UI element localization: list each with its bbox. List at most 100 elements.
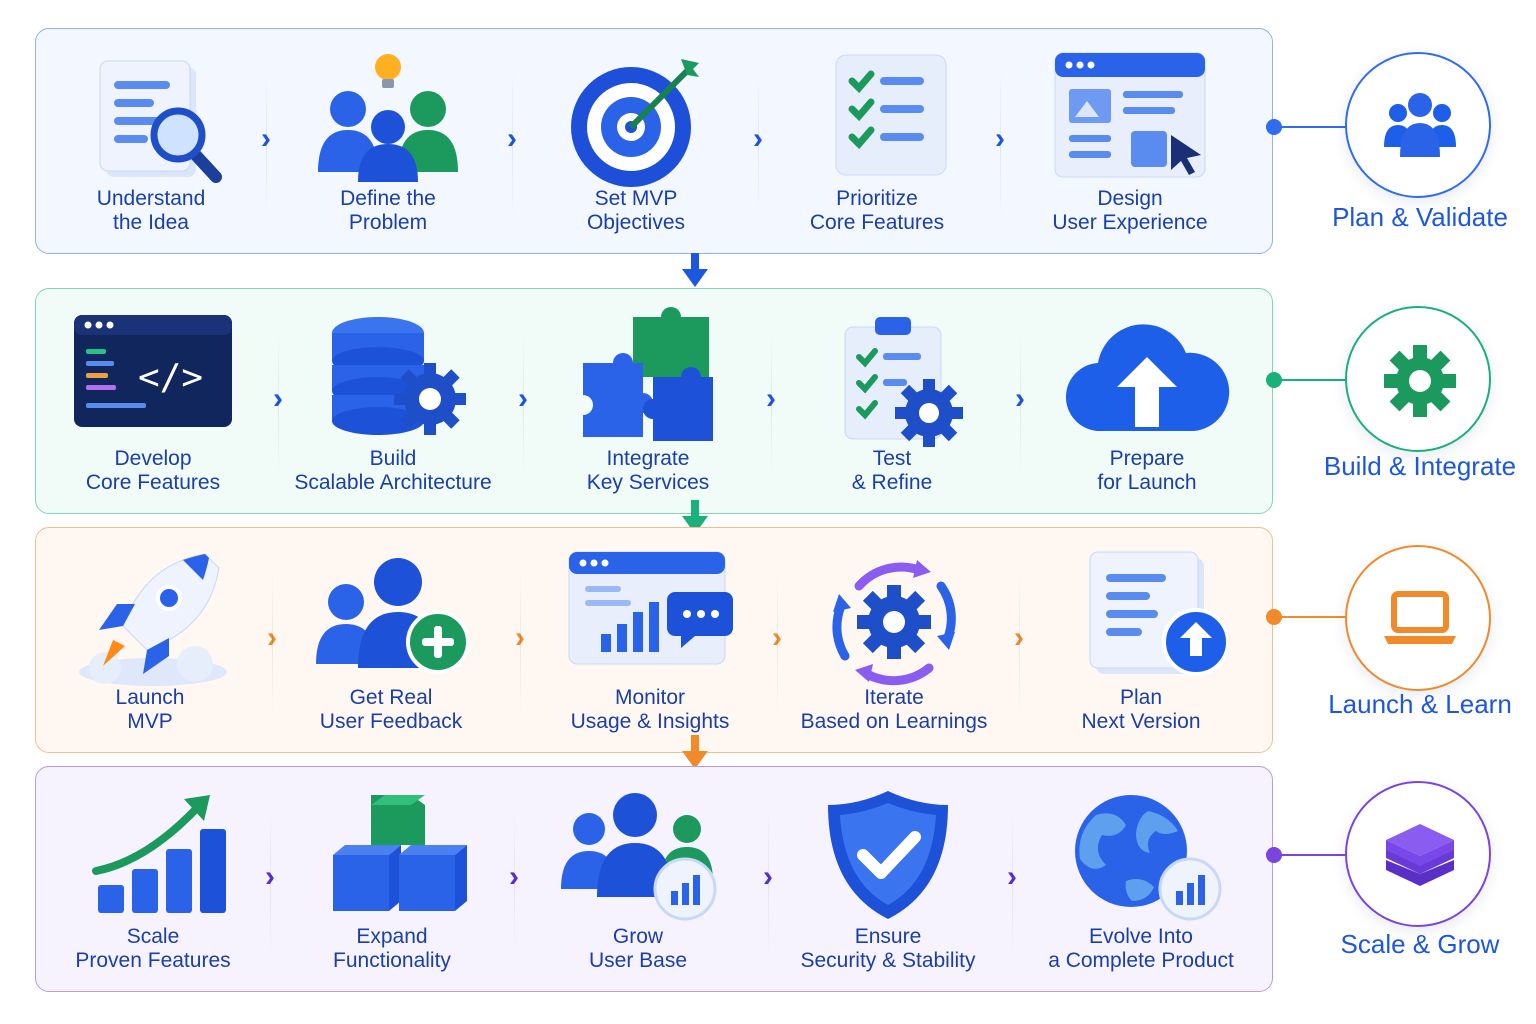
phase-badge-plan[interactable] [1345,52,1491,198]
step-understand-idea[interactable]: Understand the Idea [51,29,251,253]
chevron-right-icon: › [758,862,778,892]
step-subtitle: Based on Learnings [800,710,988,733]
step-design-ux[interactable]: Design User Experience [1030,29,1230,253]
divider [520,568,521,718]
step-title: Define the [340,187,436,210]
step-title: Scale [126,925,180,948]
phase-label: Scale & Grow [1340,929,1500,959]
shield-check-icon [803,785,973,935]
step-user-feedback[interactable]: Get Real User Feedback [291,528,491,752]
step-title: Test [872,447,912,470]
step-title: Iterate [864,686,924,709]
gear-icon [1384,345,1456,417]
layers-icon [1386,824,1454,886]
step-launch-mvp[interactable]: Launch MVP [50,528,250,752]
step-subtitle: Functionality [333,949,451,972]
target-icon [551,47,721,197]
divider [523,329,524,479]
divider [514,807,515,957]
step-subtitle: Problem [348,211,428,234]
step-prioritize-features[interactable]: Prioritize Core Features [777,29,977,253]
team-icon [1384,93,1456,157]
step-prepare-launch[interactable]: Prepare for Launch [1047,289,1247,513]
chevron-right-icon: › [748,124,768,154]
step-subtitle: for Launch [1097,471,1197,494]
step-title: Ensure [854,925,922,948]
step-develop-features[interactable]: </> Develop Core Features [53,289,253,513]
step-subtitle: the Idea [113,211,189,234]
divider [1000,69,1001,219]
step-subtitle: Proven Features [75,949,231,972]
browser-wireframe-icon [1045,47,1215,197]
connector-line [1266,847,1356,863]
step-expand-functionality[interactable]: Expand Functionality [292,767,492,991]
chevron-right-icon: › [990,124,1010,154]
connector-line [1266,372,1356,388]
step-subtitle: a Complete Product [1048,949,1234,972]
step-plan-next[interactable]: Plan Next Version [1041,528,1241,752]
divider [1020,329,1021,479]
divider [270,807,271,957]
clipboard-gear-icon [807,307,977,457]
cycle-gear-icon [809,546,979,696]
phase-row-launch: Launch MVP › Get Real User Feedback › [35,527,1273,753]
phase-row-scale: Scale Proven Features › Expand Functiona… [35,766,1273,992]
step-integrate-services[interactable]: Integrate Key Services [548,289,748,513]
phase-badge-scale[interactable] [1345,781,1491,927]
step-title: Set MVP [594,187,678,210]
step-title: Prepare [1109,447,1185,470]
checklist-icon [792,47,962,197]
step-title: Develop [114,447,192,470]
rocket-icon [65,546,235,696]
step-monitor-usage[interactable]: Monitor Usage & Insights [550,528,750,752]
step-title: Expand [356,925,428,948]
connector-line [1266,609,1356,625]
connector-line [1266,119,1356,135]
arrow-down-icon [680,735,710,771]
chevron-right-icon: › [767,623,787,653]
users-chart-icon [553,785,723,935]
step-subtitle: & Refine [851,471,933,494]
step-define-problem[interactable]: Define the Problem [288,29,488,253]
chevron-right-icon: › [1009,623,1029,653]
step-iterate[interactable]: Iterate Based on Learnings [794,528,994,752]
step-title: Prioritize [836,187,918,210]
document-upload-icon [1056,546,1226,696]
step-title: Get Real [349,686,433,709]
divider [768,807,769,957]
chevron-right-icon: › [513,384,533,414]
phase-label: Plan & Validate [1332,202,1508,232]
step-title: Evolve Into [1089,925,1193,948]
step-ensure-security[interactable]: Ensure Security & Stability [788,767,988,991]
step-scale-features[interactable]: Scale Proven Features [53,767,253,991]
step-evolve-product[interactable]: Evolve Into a Complete Product [1041,767,1241,991]
step-title: Design [1097,187,1163,210]
step-grow-user-base[interactable]: Grow User Base [538,767,738,991]
step-subtitle: Next Version [1081,710,1201,733]
step-subtitle: Scalable Architecture [294,471,492,494]
arrow-down-icon [680,500,710,536]
step-title: Understand [96,187,206,210]
phase-badge-build[interactable] [1345,306,1491,452]
divider [278,329,279,479]
step-set-objectives[interactable]: Set MVP Objectives [536,29,736,253]
step-subtitle: Core Features [809,211,945,234]
chevron-right-icon: › [504,862,524,892]
cloud-upload-icon [1062,307,1232,457]
phase-label: Launch & Learn [1328,689,1512,719]
divider [512,69,513,219]
code-window-icon: </> [68,307,238,457]
chevron-right-icon: › [502,124,522,154]
laptop-icon [1384,591,1456,644]
database-gear-icon [308,307,478,457]
step-subtitle: User Feedback [319,710,463,733]
step-test-refine[interactable]: Test & Refine [792,289,992,513]
step-build-architecture[interactable]: Build Scalable Architecture [293,289,493,513]
step-subtitle: User Base [588,949,688,972]
chevron-right-icon: › [260,862,280,892]
phase-row-build: </> Develop Core Features › [35,288,1273,514]
divider [1012,807,1013,957]
phase-badge-launch[interactable] [1345,545,1491,691]
chevron-right-icon: › [256,124,276,154]
svg-text:</>: </> [138,357,203,398]
